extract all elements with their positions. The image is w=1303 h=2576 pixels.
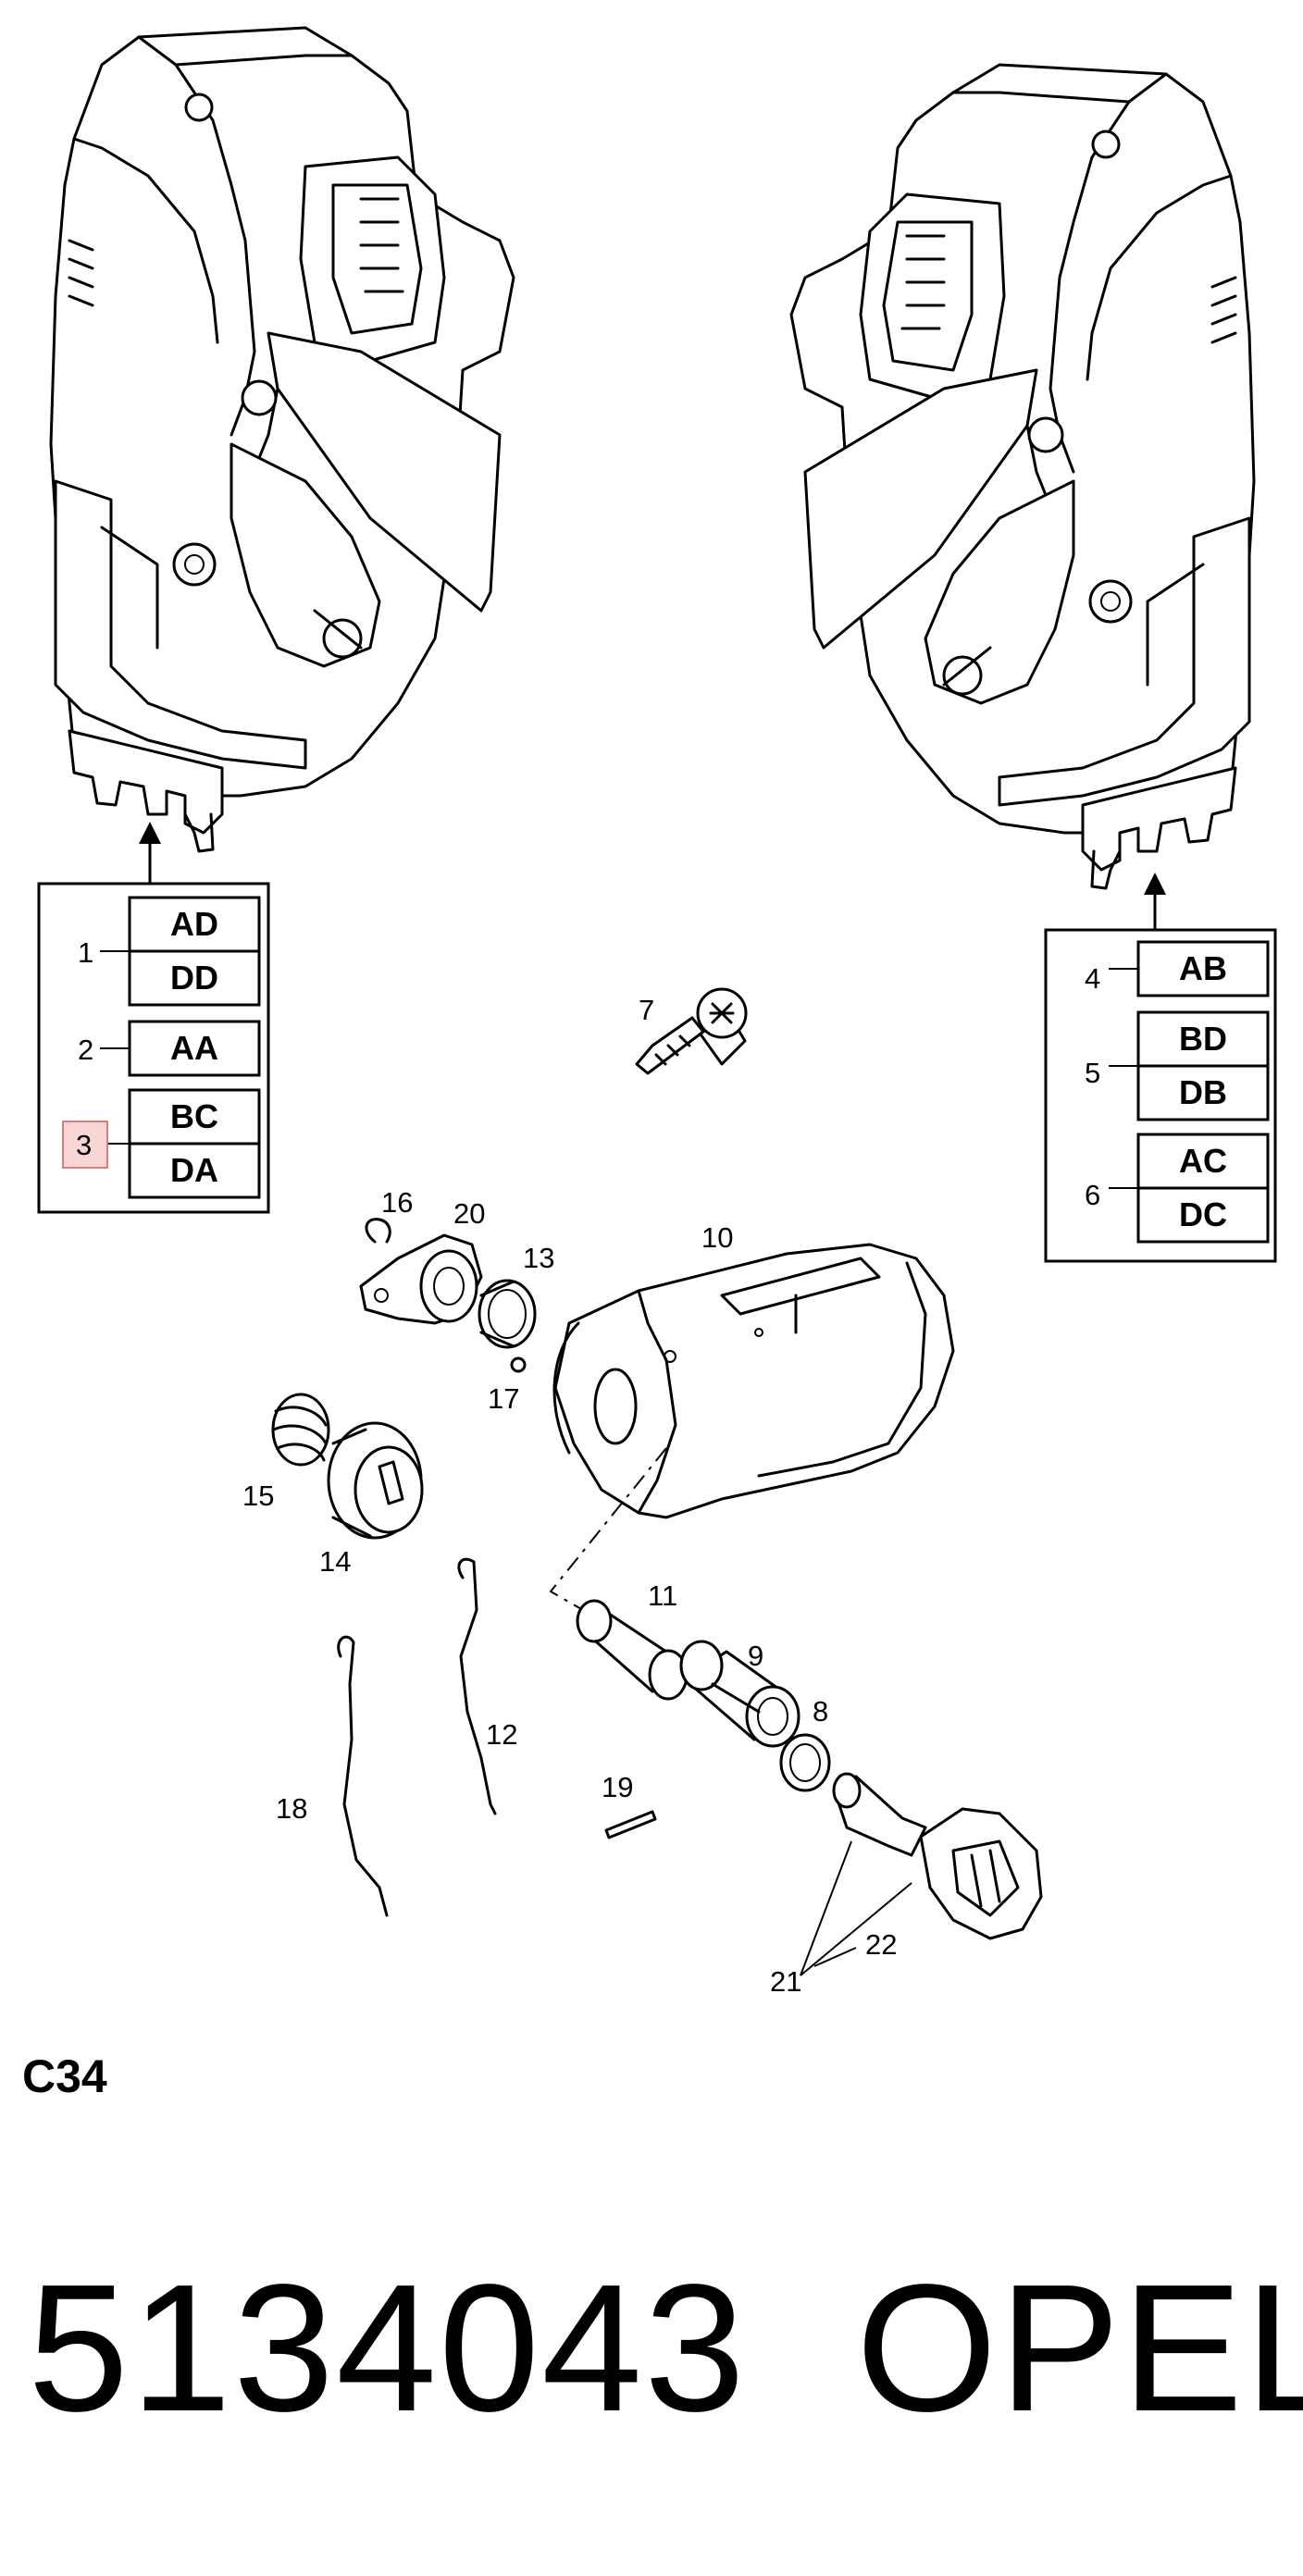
callout-14: 11 [648, 1579, 677, 1612]
right-door-lock-illustration [789, 63, 1256, 890]
callout-10: 10 [701, 1221, 733, 1254]
part-13-ring: 13 [478, 1242, 554, 1349]
callout-19: 19 [602, 1771, 633, 1803]
brand: OPEL [856, 2247, 1303, 2449]
code-da: DA [170, 1151, 218, 1189]
part-22-rod: 18 [276, 1635, 389, 1917]
callout-1: 1 [78, 936, 93, 969]
part-18-circlip: 16 [365, 1186, 413, 1244]
callout-22: 18 [276, 1792, 307, 1825]
callout-5: 5 [1085, 1057, 1100, 1089]
callout-7: 7 [639, 994, 654, 1026]
section-code: C34 [22, 2050, 107, 2102]
callout-16: 15 [242, 1480, 274, 1512]
right-code-table: AB 4 BD DB 5 AC DC 6 [1044, 928, 1277, 1263]
code-db: DB [1179, 1073, 1227, 1111]
callout-11: 9 [748, 1640, 763, 1672]
code-dc: DC [1179, 1195, 1227, 1233]
part-14-sleeve: 11 [576, 1579, 689, 1701]
part-16-spring: 15 [242, 1393, 330, 1512]
code-dd: DD [170, 959, 218, 997]
callout-20: 20 [453, 1197, 485, 1230]
callout-8: 21 [770, 1965, 801, 1998]
callout-2: 2 [78, 1034, 93, 1066]
left-code-table: AD DD 1 AA 2 BC DA 3 [37, 882, 270, 1214]
callout-18: 16 [381, 1186, 413, 1219]
code-ad: AD [170, 905, 218, 943]
code-ac: AC [1179, 1142, 1227, 1180]
part-10-housing: 10 [552, 1221, 955, 1519]
part-number: 5134043 [28, 2247, 748, 2449]
callout-12: 8 [813, 1695, 828, 1728]
callout-9: 22 [865, 1928, 897, 1961]
centerline [549, 1447, 667, 1611]
part-21-rod: 12 [457, 1557, 517, 1815]
callout-21: 12 [486, 1718, 517, 1751]
callout-6: 6 [1085, 1179, 1100, 1211]
callout-4: 4 [1085, 962, 1100, 995]
callout-17: 17 [488, 1382, 519, 1415]
part-20-bracket: 20 [359, 1197, 485, 1325]
code-aa: AA [170, 1029, 218, 1067]
left-door-lock-illustration [49, 26, 515, 853]
code-ab: AB [1179, 949, 1227, 987]
callout-3-highlight [62, 1121, 108, 1169]
callout-3: 3 [76, 1129, 92, 1161]
exploded-parts-diagram: AD DD 1 AA 2 BC DA 3 AB 4 BD DB 5 AC [37, 26, 1277, 1998]
part-11-barrel: 9 [679, 1640, 800, 1748]
callout-13: 13 [523, 1242, 554, 1274]
left-arrow [139, 822, 161, 886]
part-15-cylinder-head: 14 [319, 1421, 424, 1578]
part-7-screw: 7 [635, 987, 748, 1075]
part-9-key: 22 [832, 1772, 1043, 1961]
code-bd: BD [1179, 1020, 1227, 1058]
right-arrow [1144, 873, 1166, 932]
callout-8-leaders: 21 [770, 1840, 912, 1998]
code-bc: BC [170, 1097, 218, 1135]
part-19-pin: 19 [602, 1771, 657, 1839]
part-12-oring: 8 [779, 1695, 831, 1792]
callout-15: 14 [319, 1545, 351, 1578]
part-17-ball: 17 [488, 1356, 527, 1415]
